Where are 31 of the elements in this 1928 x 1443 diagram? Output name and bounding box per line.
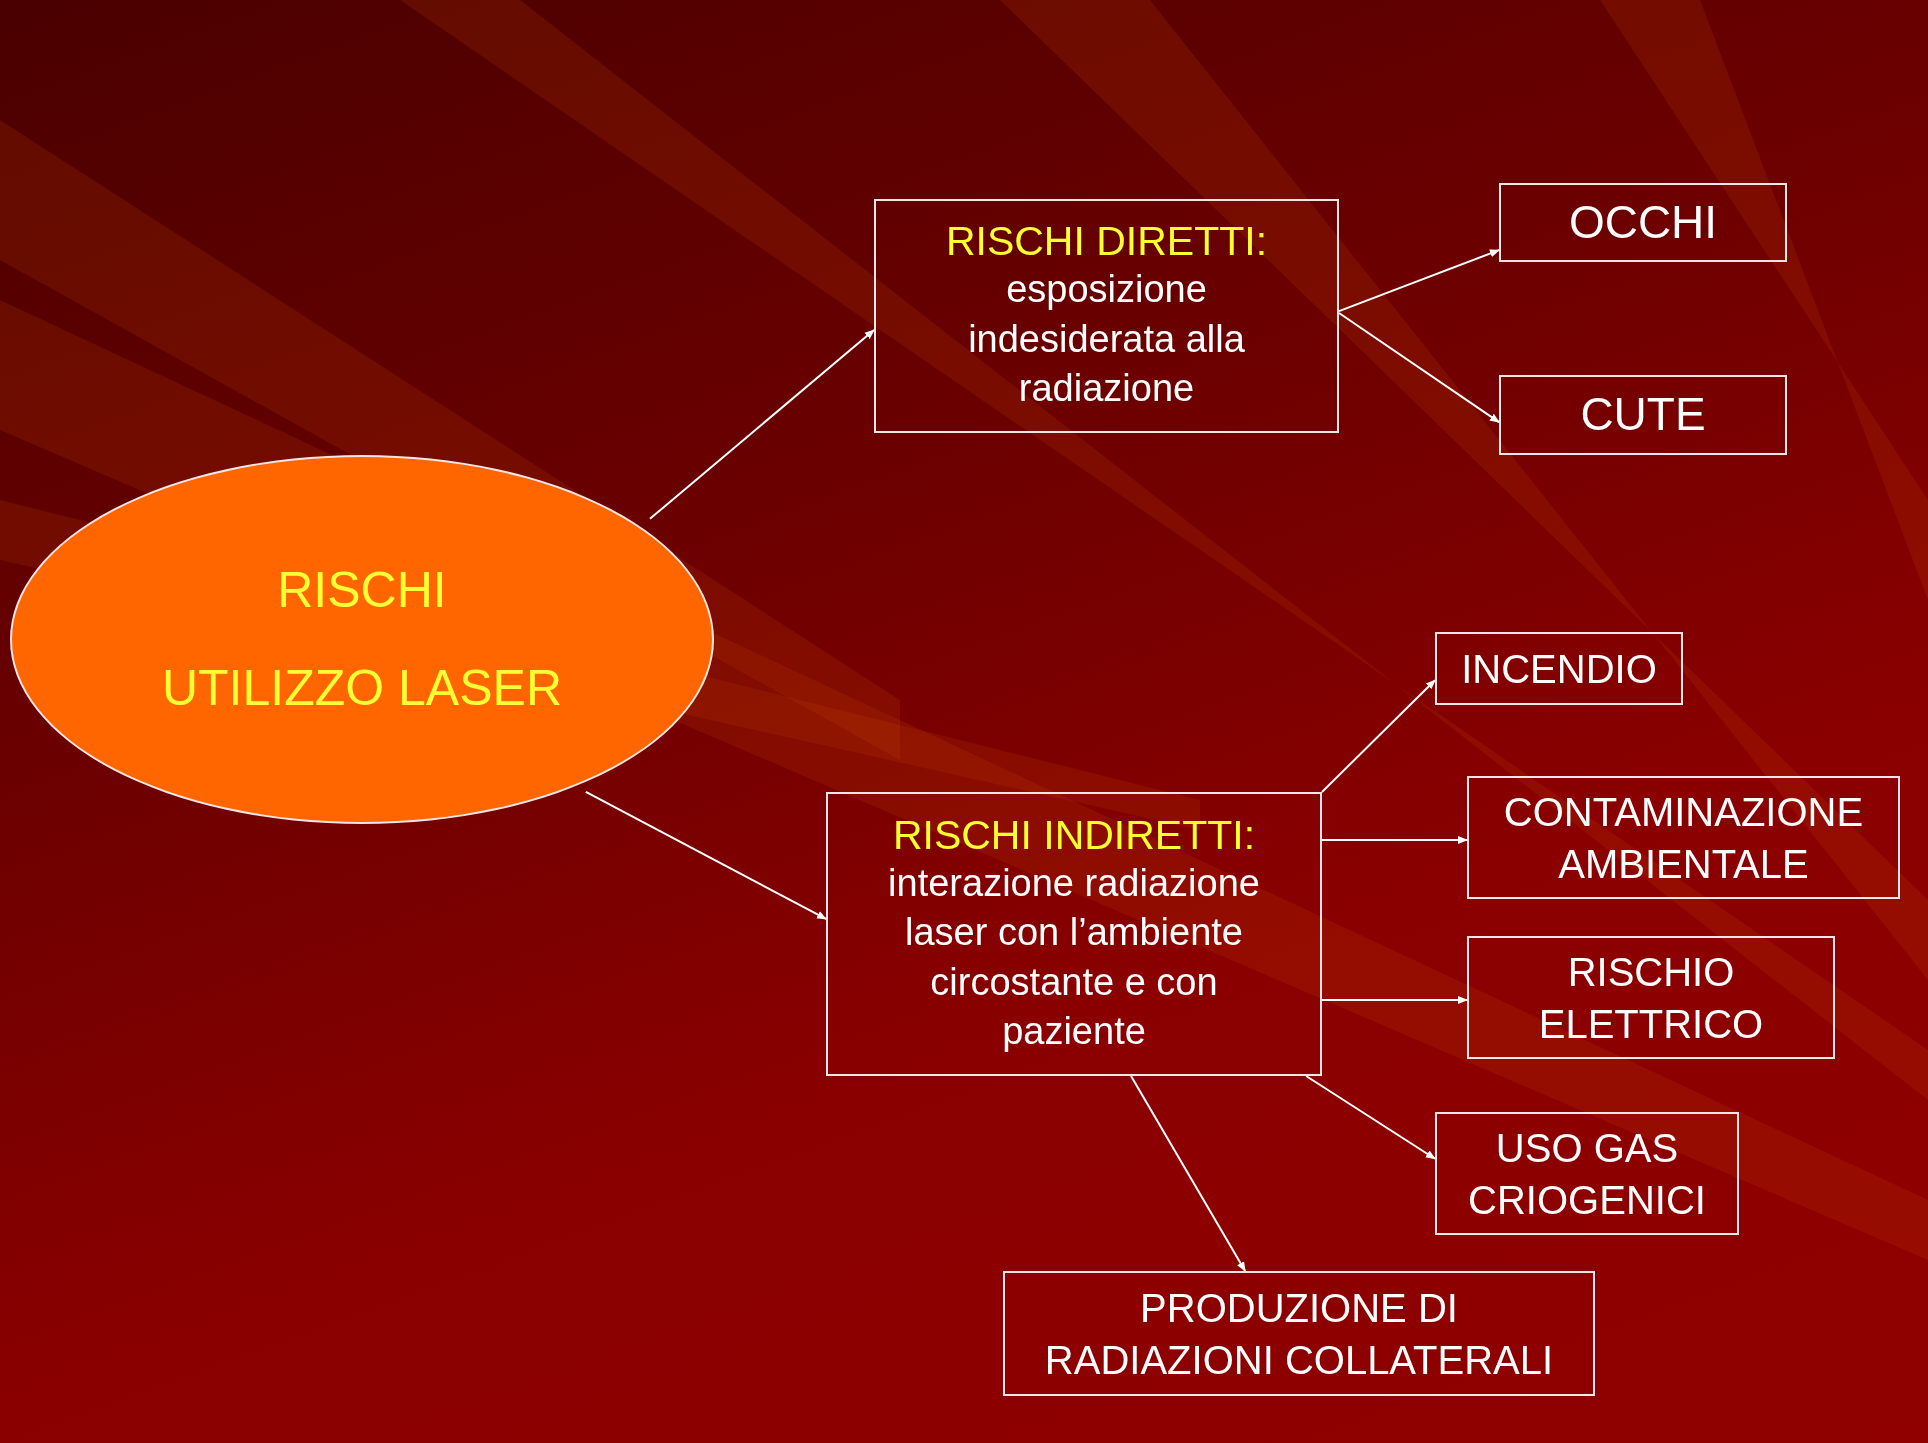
arrow: [1321, 995, 1468, 1004]
risk-box: [1435, 1112, 1739, 1235]
risk-box: [1003, 1271, 1595, 1396]
arrow: [1305, 1075, 1436, 1160]
box-text: esposizione indesiderata alla radiazione: [967, 267, 1246, 412]
arrow: [1338, 249, 1500, 313]
ellipse-label: UTILIZZO LASER: [161, 659, 563, 717]
box-text: INCENDIO: [1461, 645, 1657, 693]
arrow: [1130, 1075, 1247, 1272]
box-text: CUTE: [1580, 387, 1706, 443]
risk-box: [1499, 375, 1787, 455]
risk-box: [1467, 936, 1835, 1059]
risk-box: [1435, 632, 1683, 705]
arrow: [1321, 835, 1468, 844]
box-heading: RISCHI DIRETTI:: [945, 218, 1268, 266]
risk-box: [1499, 183, 1787, 262]
arrow: [1321, 679, 1436, 793]
box-text: interazione radiazione laser con l’ambiente circostante e con paziente: [887, 860, 1261, 1054]
risk-box: [874, 199, 1339, 433]
ellipse-label: RISCHI: [277, 562, 447, 620]
risk-box: [1467, 776, 1900, 899]
arrow: [1338, 311, 1500, 424]
box-text: CONTAMINAZIONE AMBIENTALE: [1502, 788, 1865, 888]
box-text: PRODUZIONE DI RADIAZIONI COLLATERALI: [1043, 1284, 1555, 1384]
box-heading: RISCHI INDIRETTI:: [892, 811, 1256, 859]
arrow: [584, 790, 827, 920]
arrow: [648, 329, 875, 520]
risk-box: [826, 792, 1322, 1076]
box-text: USO GAS CRIOGENICI: [1467, 1124, 1707, 1224]
box-text: OCCHI: [1568, 194, 1718, 250]
box-text: RISCHIO ELETTRICO: [1537, 948, 1765, 1048]
